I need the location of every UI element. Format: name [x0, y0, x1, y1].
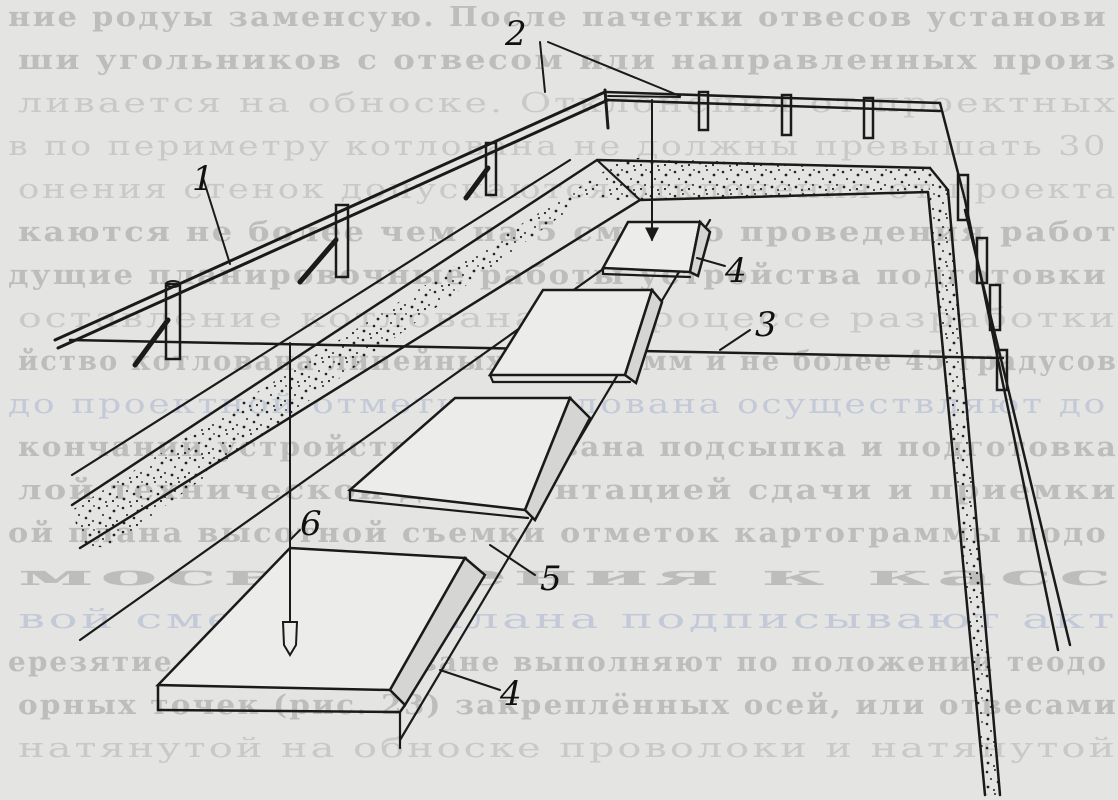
diagram-labels: 1 2 3 4 5 6 4 [192, 14, 777, 714]
label-footing-bottom: 4 [499, 674, 522, 714]
label-wires: 2 [504, 14, 527, 54]
label-rail: 1 [192, 159, 214, 199]
batter-board-fence [53, 88, 1072, 652]
background-text-line: орных точек (рис. 23) закреплённых осей,… [18, 690, 1118, 721]
fence-post [956, 173, 970, 222]
leader-lines [202, 41, 751, 691]
label-axis-line: 5 [540, 559, 562, 599]
label-footing-top: 4 [724, 251, 747, 291]
pit-walls [70, 158, 1002, 797]
background-text-line: мосвещения к касс [18, 561, 1118, 592]
fence-post [780, 93, 793, 137]
fence-post [975, 236, 989, 285]
footing-block [487, 287, 664, 386]
background-text-line: ой плана высотной съемки отметок картогр… [8, 518, 1108, 549]
plumb-lines [281, 99, 659, 657]
background-text-line: ливается на обноске. Отклонения от проек… [18, 88, 1118, 119]
background-text-line: дущие планировочные работы устройства по… [8, 260, 1108, 291]
plumb-bob [281, 621, 299, 657]
background-text-line: лой технической документацией сдачи и пр… [18, 475, 1118, 506]
left-gravel-band [72, 158, 640, 548]
background-text-line: вой сметы. За плана подписывают акт [18, 604, 1118, 635]
background-text-line: натянутой на обноске проволоки и натянут… [18, 733, 1118, 764]
background-text-line: в по периметру котлована не должны превы… [8, 131, 1108, 162]
footing-blocks [155, 219, 712, 750]
fence-post [697, 90, 710, 132]
fence-post [862, 96, 875, 140]
label-axis-wire: 3 [755, 305, 777, 345]
footing-block [347, 395, 592, 523]
background-text-line: ние родуы заменсую. После пачетки отвесо… [8, 2, 1108, 33]
top-gravel-band [597, 158, 930, 200]
fence-post [988, 283, 1002, 332]
label-plumb: 6 [300, 504, 322, 544]
fence-post [995, 348, 1009, 392]
footing-block [155, 546, 487, 750]
right-gravel-band [928, 168, 1000, 795]
footing-block [600, 219, 712, 279]
